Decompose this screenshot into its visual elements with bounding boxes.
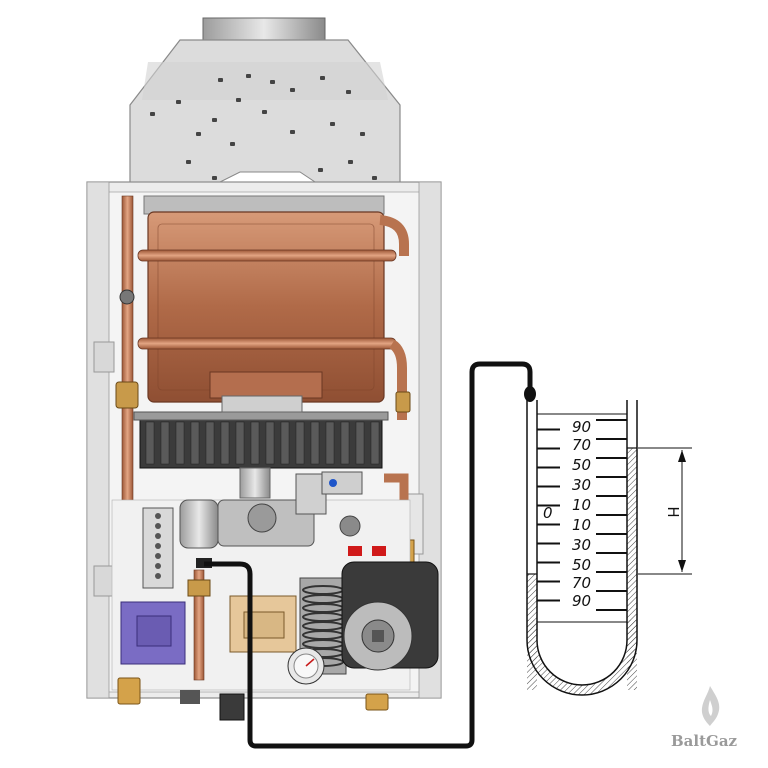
- u-tube-manometer: 90 70 50 30 10 0 10 30 50 70 90 H: [526, 400, 692, 696]
- hood-vent-holes: [150, 74, 377, 180]
- vent-hole: [270, 80, 275, 84]
- coil-pipe-upper: [137, 249, 397, 262]
- burner-rib: [370, 421, 380, 465]
- vent-hole: [236, 98, 241, 102]
- vent-hole: [218, 78, 223, 82]
- burner-rib: [145, 421, 155, 465]
- vent-hole: [246, 74, 251, 78]
- burner-rib: [280, 421, 290, 465]
- burner-ribs: [145, 421, 380, 465]
- vent-hole: [330, 122, 335, 126]
- u-tube-inner-wall: [536, 400, 628, 686]
- vent-hole: [372, 176, 377, 180]
- burner-rib: [205, 421, 215, 465]
- fluid-right-limb: [627, 448, 637, 690]
- brand-watermark: BaltGaz: [671, 686, 738, 750]
- hose-connector: [524, 386, 536, 402]
- terminal-screw: [155, 573, 161, 579]
- terminal-screw: [155, 553, 161, 559]
- burner-rib: [295, 421, 305, 465]
- terminal-screw: [155, 513, 161, 519]
- burner-rib: [220, 421, 230, 465]
- height-label: H: [664, 506, 682, 517]
- u-tube-outer-wall: [526, 400, 638, 696]
- burner-rib: [355, 421, 365, 465]
- terminal-screw: [155, 543, 161, 549]
- circulation-pump: [299, 561, 439, 675]
- burner-rib: [265, 421, 275, 465]
- vent-hole: [196, 132, 201, 136]
- scale-label-lower-70: 70: [572, 574, 591, 592]
- vent-hole: [212, 118, 217, 122]
- vent-hole: [290, 88, 295, 92]
- vent-hole: [212, 176, 217, 180]
- burner-rib: [250, 421, 260, 465]
- vent-hole: [186, 160, 191, 164]
- burner-rib: [190, 421, 200, 465]
- measuring-hose: [204, 361, 533, 749]
- scale-label-lower-90: 90: [572, 592, 591, 610]
- scale-label-lower-50: 50: [572, 556, 591, 574]
- gas-valve: [179, 471, 363, 549]
- vent-hole: [320, 76, 325, 80]
- terminal-screw: [155, 563, 161, 569]
- vent-hole: [290, 130, 295, 134]
- flame-logo-icon: [701, 686, 720, 726]
- vent-hole: [360, 132, 365, 136]
- vent-hole: [176, 100, 181, 104]
- burner-rib: [310, 421, 320, 465]
- gas-water-heater: [86, 17, 442, 721]
- terminal-screws: [155, 513, 161, 579]
- scale-label-upper-30: 30: [572, 476, 591, 494]
- scale-label-upper-90: 90: [572, 418, 591, 436]
- scale-label-upper-70: 70: [572, 436, 591, 454]
- scale-label-upper-10: 10: [572, 496, 591, 514]
- scale-label-lower-10: 10: [572, 516, 591, 534]
- vent-hole: [318, 168, 323, 172]
- vent-hole: [346, 90, 351, 94]
- terminal-screw: [155, 533, 161, 539]
- vent-hole: [348, 160, 353, 164]
- vent-hole: [230, 142, 235, 146]
- burner-rib: [325, 421, 335, 465]
- fluid-bottom-bend: [527, 620, 637, 695]
- burner-rib: [175, 421, 185, 465]
- left-upper-valve: [119, 289, 135, 305]
- terminal-screw: [155, 523, 161, 529]
- scale-ticks: [537, 419, 627, 611]
- coil-pipe-middle: [137, 337, 397, 350]
- scale-label-zero: 0: [543, 504, 553, 522]
- scale-label-lower-30: 30: [572, 536, 591, 554]
- burner-rib: [235, 421, 245, 465]
- burner-rib: [340, 421, 350, 465]
- flue-collar: [202, 17, 326, 41]
- vent-hole: [262, 110, 267, 114]
- vent-hole: [150, 112, 155, 116]
- scale-label-upper-50: 50: [572, 456, 591, 474]
- burner-rib: [160, 421, 170, 465]
- brand-name: BaltGaz: [671, 732, 738, 750]
